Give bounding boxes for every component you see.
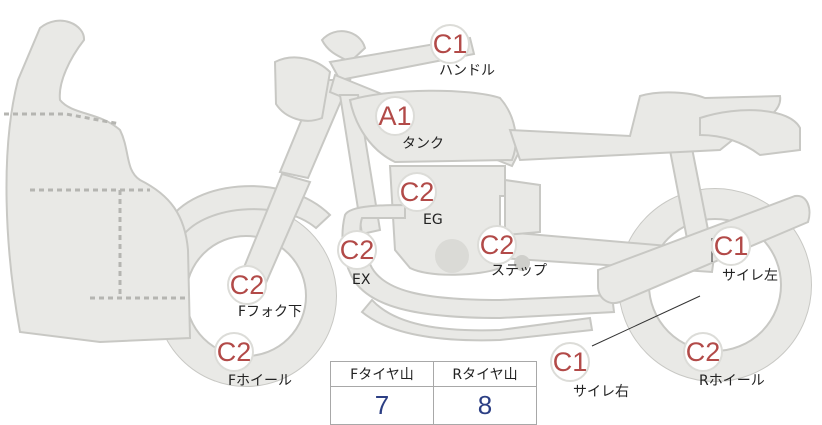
exhaust-lower-shape [360, 298, 594, 342]
label-step: ステップ [491, 263, 547, 279]
label-front-fork: Fフォク下 [238, 304, 303, 320]
marker-code: C2 [400, 177, 435, 207]
label-engine: EG [423, 212, 443, 228]
label-muffler-left: サイレ左 [722, 268, 778, 284]
label-handle: ハンドル [439, 63, 495, 79]
marker-rear-wheel[interactable]: C2 [683, 332, 723, 372]
table-header-row: Fタイヤ山 Rタイヤ山 [330, 361, 537, 387]
label-muffler-right: サイレ右 [573, 384, 629, 400]
marker-code: A1 [378, 101, 411, 131]
marker-muffler-left[interactable]: C1 [711, 226, 751, 266]
label-front-wheel: Fホイール [228, 373, 293, 389]
headlight-shape [273, 56, 332, 122]
marker-front-wheel[interactable]: C2 [214, 332, 254, 372]
frame-down-shape [338, 94, 382, 236]
marker-step[interactable]: C2 [477, 225, 517, 265]
mirror-shape [320, 30, 367, 64]
header-front-tire: Fタイヤ山 [330, 361, 434, 387]
muffler-shape [597, 194, 811, 304]
marker-front-fork[interactable]: C2 [227, 265, 267, 305]
marker-code: C1 [553, 347, 588, 377]
marker-code: C2 [686, 337, 721, 367]
marker-engine[interactable]: C2 [397, 172, 437, 212]
marker-code: C2 [230, 270, 265, 300]
table-value-row: 7 8 [330, 386, 537, 425]
fairing-shape [5, 19, 192, 344]
label-rear-wheel: Rホイール [699, 373, 765, 389]
engine-cover-shape [435, 239, 469, 273]
marker-code: C1 [714, 231, 749, 261]
footpeg-shape [514, 255, 530, 271]
tail-shape [699, 109, 801, 157]
muffler-right-leader [591, 295, 701, 347]
marker-muffler-right[interactable]: C1 [550, 342, 590, 382]
marker-tank[interactable]: A1 [375, 96, 415, 136]
marker-code: C2 [217, 337, 252, 367]
marker-code: C2 [340, 235, 375, 265]
value-rear-tire: 8 [433, 386, 537, 425]
header-rear-tire: Rタイヤ山 [433, 361, 537, 387]
marker-code: C2 [480, 230, 515, 260]
marker-exhaust[interactable]: C2 [337, 230, 377, 270]
tire-tread-table: Fタイヤ山 Rタイヤ山 7 8 [330, 361, 537, 425]
label-tank: タンク [402, 136, 444, 152]
marker-handle[interactable]: C1 [430, 24, 470, 64]
fairing-seam-top [4, 112, 121, 126]
marker-code: C1 [433, 29, 468, 59]
label-exhaust: EX [352, 272, 371, 288]
value-front-tire: 7 [330, 386, 434, 425]
engine-side-shape [504, 178, 541, 237]
